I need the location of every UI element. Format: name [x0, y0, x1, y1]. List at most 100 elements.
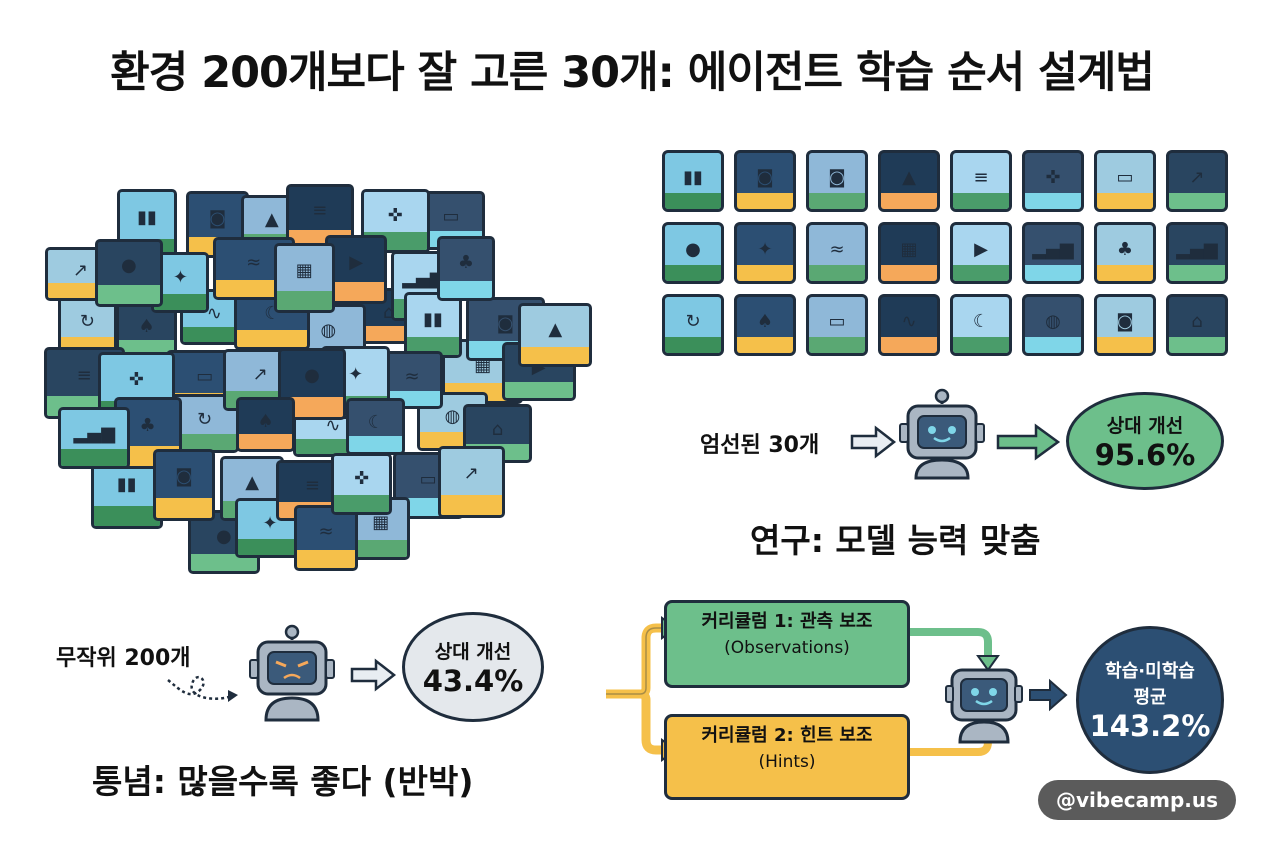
curated-env-tile-sun: ●: [662, 222, 724, 284]
research-input-arrow: [850, 425, 897, 459]
tree-icon: ♠: [138, 315, 155, 337]
gamepad-icon: ✜: [128, 369, 144, 391]
curated-env-tile-bar-chart: ▂▄▆: [1022, 222, 1084, 284]
page-title: 환경 200개보다 잘 고른 30개: 에이전트 학습 순서 설계법: [110, 48, 1155, 98]
mountain-icon: ▲: [548, 318, 563, 340]
code-icon: ≡: [304, 475, 321, 497]
random-env-tile: ♣: [436, 236, 496, 302]
curated-env-tile-mountain: ▲: [878, 150, 940, 212]
random-env-tile: ●: [95, 238, 163, 307]
platform-icon: ▭: [419, 468, 437, 490]
common-input-label: 무작위 200개: [56, 646, 191, 671]
mountain-icon: ▲: [245, 471, 260, 493]
curriculum-result-circle: 학습·미학습 평균 143.2%: [1076, 626, 1224, 774]
curriculum-robot-icon: [945, 668, 1023, 744]
mountain-icon: ▲: [264, 209, 279, 231]
random-env-tile: ▶: [325, 235, 387, 304]
curriculum-1-title: 커리큘럼 1: 관측 보조: [701, 611, 873, 632]
curated-environments-grid: ▮▮◙◙▲≡✜▭↗●✦≈▦▶▂▄▆♣▂▄▆↻♠▭∿☾◍◙⌂: [662, 150, 1228, 356]
recycle-icon: ↻: [685, 311, 701, 332]
line-chart-icon: ∿: [206, 302, 222, 324]
robot-icon: ◙: [1116, 311, 1134, 332]
tree-icon: ♠: [257, 410, 274, 432]
recycle-icon: ↻: [79, 310, 95, 332]
curated-env-tile-chart-up: ↗: [1166, 150, 1228, 212]
night-road-icon: ≈: [318, 521, 334, 543]
trees-icon: ♣: [139, 414, 156, 436]
house-icon: ⌂: [1191, 311, 1203, 332]
curated-env-tile-night-road: ≈: [806, 222, 868, 284]
bar-chart-icon: ▂▄▆: [1176, 239, 1218, 260]
research-result-value: 95.6%: [1094, 437, 1196, 472]
curriculum-2-subtitle: (Hints): [758, 752, 816, 772]
research-output-arrow: [996, 423, 1061, 461]
robot-icon: ◙: [496, 312, 515, 334]
robot-icon: ◙: [756, 167, 774, 188]
platform-icon: ▭: [196, 365, 214, 387]
common-result-value: 43.4%: [422, 663, 524, 698]
random-env-tile: ☾: [346, 398, 406, 455]
bar-chart-icon: ▂▄▆: [73, 422, 116, 444]
random-env-tile: ▂▄▆: [58, 407, 131, 470]
curated-env-tile-city: ▮▮: [662, 150, 724, 212]
sparkle-icon: ✦: [262, 512, 278, 534]
random-env-tile: ≈: [294, 505, 358, 571]
city-icon: ▮▮: [116, 473, 137, 495]
trees-icon: ♣: [457, 252, 475, 274]
line-chart-icon: ∿: [325, 414, 341, 436]
globe-icon: ◍: [320, 320, 337, 342]
platform-icon: ▭: [442, 205, 460, 227]
random-env-tile: ▮▮: [403, 292, 463, 359]
pixel-map-icon: ▦: [900, 239, 918, 260]
house-icon: ⌂: [491, 418, 504, 440]
gamepad-icon: ✜: [1045, 167, 1061, 188]
random-env-tile: ↗: [437, 445, 505, 518]
curated-env-tile-tree: ♠: [734, 294, 796, 356]
city-icon: ▮▮: [683, 167, 703, 188]
research-robot-icon: [899, 388, 985, 480]
trees-icon: ♣: [1116, 239, 1134, 260]
sun-icon: ●: [216, 525, 232, 547]
curated-env-tile-platform: ▭: [1094, 150, 1156, 212]
random-env-tile: ◙: [153, 448, 215, 522]
research-caption: 연구: 모델 능력 맞춤: [750, 521, 1041, 560]
curriculum-output-arrow: [1029, 678, 1068, 712]
curated-env-tile-trees: ♣: [1094, 222, 1156, 284]
curated-env-tile-recycle: ↻: [662, 294, 724, 356]
code-icon: ≡: [312, 200, 328, 222]
curated-env-tile-robot: ◙: [806, 150, 868, 212]
curated-env-tile-house: ⌂: [1166, 294, 1228, 356]
curriculum-result-small: 학습·미학습: [1105, 661, 1195, 682]
curated-env-tile-robot: ◙: [734, 150, 796, 212]
globe-icon: ◍: [444, 406, 461, 428]
research-input-label: 엄선된 30개: [700, 433, 820, 458]
common-caption: 통념: 많을수록 좋다 (반박): [92, 762, 474, 801]
chart-up-icon: ↗: [1189, 167, 1205, 188]
sparkle-icon: ✦: [757, 239, 773, 260]
night-road-icon: ≈: [404, 365, 420, 387]
robot-icon: ◙: [828, 167, 846, 188]
curated-env-tile-globe: ◍: [1022, 294, 1084, 356]
curriculum-2-box: 커리큘럼 2: 힌트 보조 (Hints): [664, 714, 910, 800]
random-environments-cloud: ▮▮◙▲≡✜▭↗●✦≈▦▶▂▄▆♣↻♠∿☾◍⌂▮▮◙▲≡✜▭↗●✦≈▦▶▂▄▆♣…: [40, 140, 600, 590]
video-icon: ▶: [349, 252, 364, 274]
chart-up-icon: ↗: [252, 364, 268, 386]
random-env-tile: ♠: [236, 396, 295, 453]
platform-icon: ▭: [1116, 167, 1134, 188]
pixel-map-icon: ▦: [295, 260, 313, 282]
chart-up-icon: ↗: [463, 463, 479, 485]
common-robot-icon: [249, 624, 335, 722]
random-env-tile: ▲: [518, 303, 593, 368]
curriculum-1-box: 커리큘럼 1: 관측 보조 (Observations): [664, 600, 910, 688]
code-icon: ≡: [973, 167, 989, 188]
sparkle-icon: ✦: [348, 363, 364, 385]
curated-env-tile-bar-chart: ▂▄▆: [1166, 222, 1228, 284]
curated-env-tile-gamepad: ✜: [1022, 150, 1084, 212]
bar-chart-icon: ▂▄▆: [1032, 239, 1074, 260]
common-result-ellipse: 상대 개선 43.4%: [402, 612, 544, 722]
sun-icon: ●: [121, 255, 137, 277]
research-result-small: 상대 개선: [1106, 414, 1184, 437]
common-result-small: 상대 개선: [434, 640, 512, 663]
platform-icon: ▭: [828, 311, 846, 332]
common-squiggle-arrow: [167, 675, 238, 702]
